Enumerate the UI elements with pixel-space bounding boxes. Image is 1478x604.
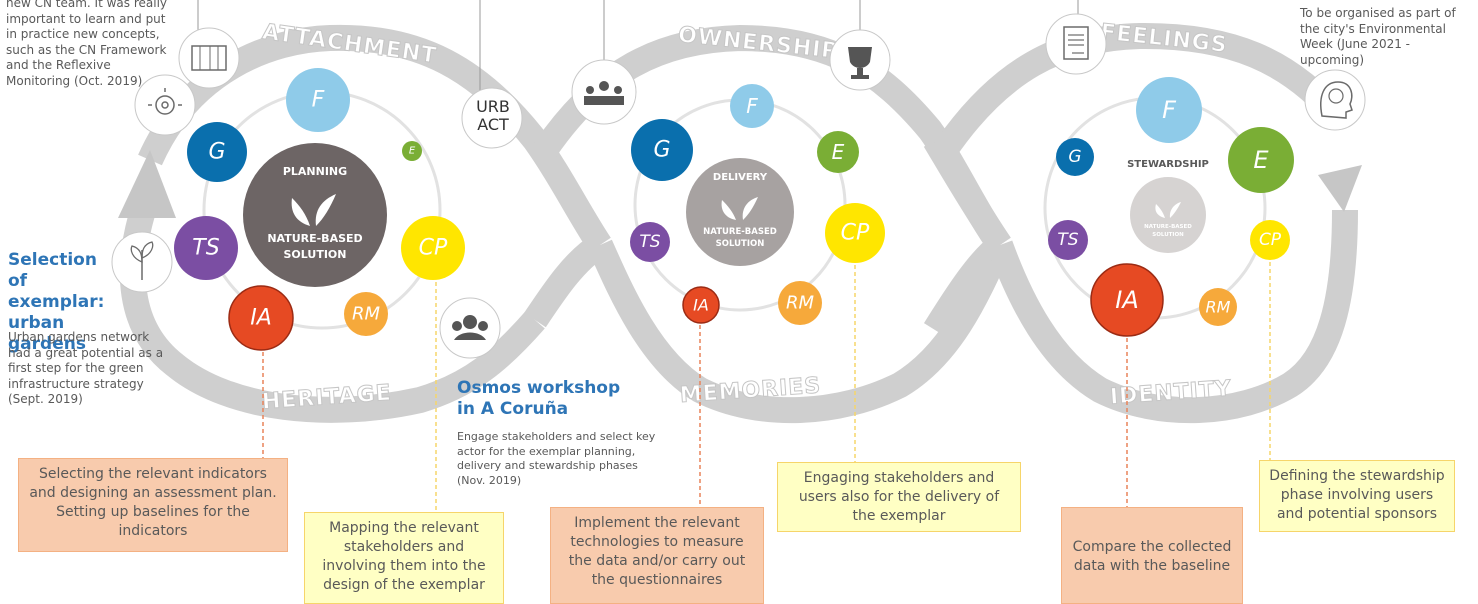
arc-label-feelings: FEELINGS <box>1099 20 1229 58</box>
hub-stewardship: STEWARDSHIP NATURE-BASED SOLUTION <box>1127 159 1209 253</box>
intro-text-left: new CN team. It was really important to … <box>6 0 168 88</box>
node-rm: RM <box>352 304 381 325</box>
node-cp: CP <box>1259 230 1282 250</box>
trophy-icon <box>829 29 891 91</box>
node-ts: TS <box>192 236 219 261</box>
brain-head-icon <box>1304 69 1366 131</box>
hub-delivery-title: DELIVERY <box>713 172 768 183</box>
urbact-logo-bottom: ACT <box>477 115 509 134</box>
node-ts: TS <box>1057 230 1078 250</box>
box-compare: Compare the collected data with the base… <box>1061 507 1243 604</box>
selection-text: Urban gardens network had a great potent… <box>8 330 164 406</box>
node-e: E <box>1253 146 1269 174</box>
hub-stewardship-subtitle-2: SOLUTION <box>1152 232 1184 238</box>
selection-heading: Selection of exemplar: urban gardens <box>8 250 105 354</box>
cycle-3-nodes: F G E TS CP IA RM <box>1048 77 1294 337</box>
box-implement: Implement the relevant technologies to m… <box>550 507 764 604</box>
box-indicators: Selecting the relevant indicators and de… <box>18 458 288 552</box>
node-ia: IA <box>693 296 709 315</box>
urbact-logo-top: URB <box>476 97 510 116</box>
box-connectors <box>262 262 1271 512</box>
node-ia: IA <box>1115 286 1139 314</box>
hub-stewardship-title: STEWARDSHIP <box>1127 159 1209 170</box>
box-mapping: Mapping the relevant stakeholders and in… <box>304 512 504 604</box>
hub-planning: PLANNING NATURE-BASED SOLUTION <box>243 143 387 287</box>
document-icon <box>1045 13 1107 75</box>
cycle-2-nodes: F G E TS CP IA RM <box>630 84 885 325</box>
node-f: F <box>746 94 758 118</box>
group-icon <box>571 59 637 125</box>
node-e: E <box>832 140 845 164</box>
osmos-heading: Osmos workshop in A Coruña <box>457 378 621 419</box>
node-f: F <box>312 88 325 113</box>
node-g: G <box>208 140 225 165</box>
hub-delivery-subtitle-2: SOLUTION <box>716 239 765 249</box>
node-ts: TS <box>639 232 660 252</box>
hub-planning-subtitle-1: NATURE-BASED <box>267 232 362 245</box>
node-ia: IA <box>250 306 272 331</box>
intro-text-right: To be organised as part of the city's En… <box>1300 6 1456 67</box>
cycle-1-nodes: F G E TS CP IA RM <box>174 68 465 351</box>
box-engaging: Engaging stakeholders and users also for… <box>777 462 1021 532</box>
ribbon-arrows <box>118 150 1362 218</box>
hub-stewardship-subtitle-1: NATURE-BASED <box>1144 224 1192 230</box>
node-cp: CP <box>841 221 870 246</box>
hub-planning-subtitle-2: SOLUTION <box>284 248 347 261</box>
leaf-icon <box>291 194 336 226</box>
leaf-icon <box>1155 202 1181 218</box>
workshop-icon <box>439 297 501 359</box>
urbact-logo-icon: URB ACT <box>461 87 523 149</box>
node-g: G <box>653 138 670 163</box>
osmos-text: Engage stakeholders and select key actor… <box>457 430 656 487</box>
node-e: E <box>409 146 416 157</box>
plant-icon <box>111 231 173 293</box>
node-cp: CP <box>419 236 448 261</box>
framework-icon <box>178 27 240 89</box>
timeline-icons: URB ACT <box>111 0 1366 359</box>
node-f: F <box>1162 96 1177 124</box>
node-g: G <box>1068 147 1081 167</box>
lightbulb-icon <box>134 74 196 136</box>
hub-delivery: DELIVERY NATURE-BASED SOLUTION <box>686 158 794 266</box>
leaf-icon <box>721 197 758 220</box>
node-rm: RM <box>1206 298 1231 317</box>
hub-planning-title: PLANNING <box>283 165 347 178</box>
node-rm: RM <box>786 293 815 314</box>
hub-delivery-subtitle-1: NATURE-BASED <box>703 227 777 237</box>
box-stewardship: Defining the stewardship phase involving… <box>1259 460 1455 532</box>
